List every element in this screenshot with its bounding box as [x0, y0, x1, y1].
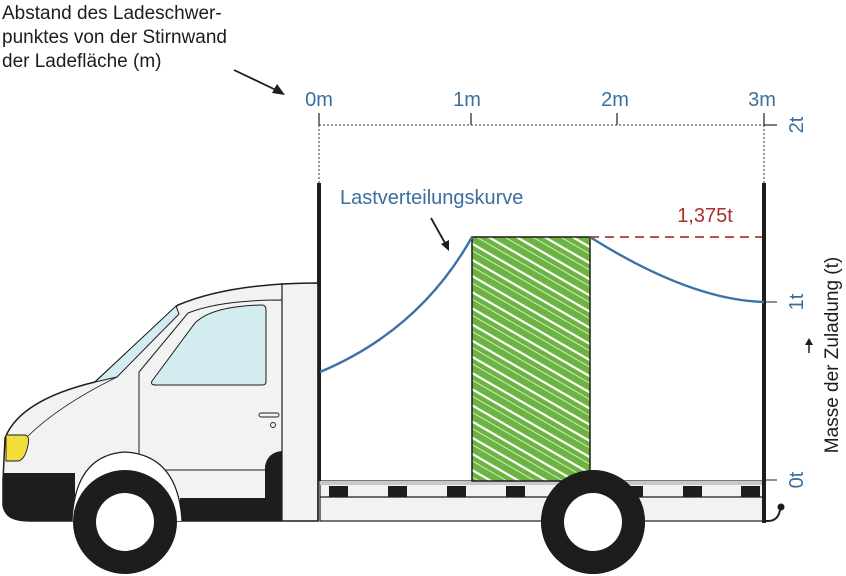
cargo-load [471, 236, 591, 482]
door-handle-icon [258, 412, 280, 418]
y-axis: 2t 1t 0t Masse der Zuladung (t) [764, 116, 843, 488]
x-tick-label-3: 3m [748, 89, 776, 111]
rear-wall [762, 183, 766, 523]
y-tick-label-2t: 2t [786, 116, 808, 133]
curve-label: Lastverteilungskurve [340, 187, 523, 209]
headlight-icon [5, 434, 30, 462]
rear-wheel-front [541, 470, 645, 574]
y-tick-label-0t: 0t [786, 471, 808, 488]
max-load-label: 1,375t [677, 205, 733, 227]
x-axis: 0m 1m 2m 3m [305, 89, 777, 183]
y-axis-arrow-icon [805, 338, 813, 353]
curve-pointer-arrow-icon [430, 217, 449, 251]
truck-cab [2, 282, 319, 522]
front-wall [317, 183, 321, 481]
title-arrow-icon [233, 69, 285, 95]
title-line-2: punktes von der Stirnwand [2, 27, 227, 48]
y-tick-label-1t: 1t [786, 293, 808, 310]
y-axis-title: Masse der Zuladung (t) [822, 257, 843, 453]
tow-hook-icon [766, 509, 781, 522]
title-line-3: der Ladefläche (m) [2, 51, 161, 72]
title-block: Abstand des Ladeschwer- punktes von der … [2, 3, 227, 72]
x-tick-label-1: 1m [453, 89, 481, 111]
title-line-1: Abstand des Ladeschwer- [2, 3, 222, 24]
x-tick-label-2: 2m [601, 89, 629, 111]
front-wheel-icon [71, 451, 183, 574]
load-distribution-curve: 1,375t Lastverteilungskurve [319, 187, 765, 374]
x-tick-label-0: 0m [305, 89, 333, 111]
